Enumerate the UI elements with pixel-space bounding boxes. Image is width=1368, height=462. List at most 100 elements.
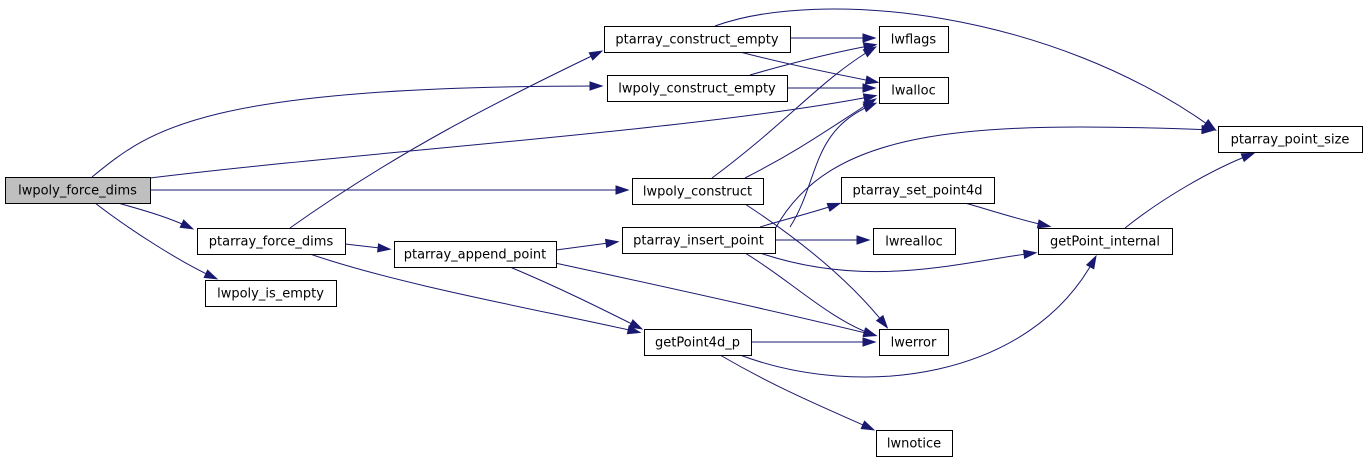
edge-ptarray_insert_point-to-lwerror (744, 252, 878, 337)
edge-lwpoly_force_dims-to-lwpoly_construct (150, 185, 630, 195)
edge-arrowhead (862, 102, 878, 113)
node-lwerror[interactable]: lwerror (879, 329, 949, 356)
node-label: getPoint4d_p (655, 336, 740, 351)
node-getPoint4d-p[interactable]: getPoint4d_p (644, 329, 752, 356)
node-lwpoly-construct[interactable]: lwpoly_construct (632, 178, 764, 205)
node-box (604, 26, 791, 53)
node-ptarray-insert-point[interactable]: ptarray_insert_point (622, 227, 776, 254)
edge-line (744, 203, 887, 327)
node-label: ptarray_append_point (404, 248, 547, 263)
edge-arrowhead (377, 243, 392, 253)
edge-line (739, 257, 1096, 378)
edge-line (744, 252, 875, 336)
edge-ptarray_insert_point-to-lwrealloc (775, 235, 871, 245)
node-ptarray-force-dims[interactable]: ptarray_force_dims (197, 228, 346, 255)
edge-line (94, 202, 216, 279)
edge-ptarray_append_point-to-ptarray_insert_point (555, 238, 620, 251)
edge-line (91, 85, 601, 178)
edge-arrowhead (862, 46, 878, 58)
node-ptarray-construct-empty[interactable]: ptarray_construct_empty (604, 26, 791, 53)
node-label: ptarray_construct_empty (615, 33, 778, 48)
node-box (197, 228, 346, 255)
node-label: lwpoly_force_dims (18, 184, 137, 199)
node-lwpoly-construct-empty[interactable]: lwpoly_construct_empty (607, 75, 788, 102)
node-label: ptarray_set_point4d (853, 184, 983, 199)
edge-line (149, 95, 875, 179)
edge-ptarray_force_dims-to-getPoint4d_p (309, 253, 642, 335)
node-lwflags[interactable]: lwflags (879, 26, 949, 53)
edge-arrowhead (860, 420, 876, 431)
edge-line (759, 203, 839, 228)
node-lwalloc[interactable]: lwalloc (879, 77, 949, 104)
edges-layer (91, 8, 1256, 431)
node-lwnotice[interactable]: lwnotice (876, 430, 953, 457)
edge-arrowhead (1085, 254, 1097, 270)
edge-lwpoly_force_dims-to-lwalloc (149, 93, 878, 179)
edge-line (509, 266, 641, 329)
node-label: lwnotice (887, 437, 941, 452)
node-label: lwpoly_construct (643, 185, 752, 200)
edge-ptarray_force_dims-to-ptarray_construct_empty (289, 50, 604, 229)
node-getPoint-internal[interactable]: getPoint_internal (1038, 228, 1173, 255)
edge-arrowhead (628, 319, 644, 330)
edge-line (744, 99, 875, 179)
edge-line (759, 252, 1035, 273)
nodes-layer: lwpoly_force_dims ptarray_construct_empty… (5, 26, 1363, 457)
node-box (644, 329, 752, 356)
edge-arrowhead (862, 337, 877, 347)
edge-arrowhead (856, 235, 871, 245)
edge-arrowhead (589, 81, 604, 91)
node-box (879, 26, 949, 53)
edge-ptarray_set_point4d-to-getPoint_internal (964, 202, 1052, 229)
node-box (607, 75, 788, 102)
edge-arrowhead (588, 50, 604, 61)
edge-ptarray_construct_empty-to-lwflags (790, 33, 877, 43)
edge-line (749, 44, 875, 76)
node-box (873, 228, 956, 255)
node-label: ptarray_point_size (1231, 133, 1350, 148)
edge-line (309, 253, 639, 333)
edge-line (554, 262, 875, 336)
edge-getPoint4d_p-to-lwnotice (719, 354, 876, 431)
edge-arrowhead (1023, 249, 1038, 259)
node-box (632, 178, 764, 205)
edge-line (711, 47, 875, 179)
node-label: lwerror (891, 336, 937, 351)
edge-getPoint4d_p-to-lwerror (751, 337, 877, 347)
node-lwpoly-is-empty[interactable]: lwpoly_is_empty (205, 280, 337, 307)
edge-arrowhead (1036, 219, 1052, 229)
edge-arrowhead (862, 33, 877, 43)
node-label: ptarray_force_dims (209, 235, 334, 250)
edge-lwpoly_construct-to-lwerror (744, 203, 889, 329)
edge-lwpoly_construct_empty-to-lwalloc (787, 83, 877, 93)
node-box (879, 329, 949, 356)
edge-ptarray_insert_point-to-ptarray_set_point4d (759, 202, 842, 228)
node-label: lwflags (891, 33, 937, 48)
node-ptarray-point-size[interactable]: ptarray_point_size (1218, 126, 1363, 153)
edge-getPoint_internal-to-ptarray_point_size (1124, 152, 1256, 229)
node-box (1218, 126, 1363, 153)
edge-arrowhead (875, 314, 889, 329)
edge-arrowhead (203, 269, 219, 280)
node-lwrealloc[interactable]: lwrealloc (873, 228, 956, 255)
node-ptarray-append-point[interactable]: ptarray_append_point (394, 241, 557, 268)
edge-ptarray_construct_empty-to-lwalloc (739, 51, 880, 85)
edge-arrowhead (862, 93, 878, 103)
node-box (1038, 228, 1173, 255)
node-label: lwrealloc (885, 235, 943, 250)
edge-lwpoly_construct-to-lwflags (711, 46, 878, 179)
edge-line (289, 51, 601, 229)
edge-line (964, 202, 1049, 227)
edge-arrowhead (1240, 152, 1256, 163)
node-ptarray-set-point4d[interactable]: ptarray_set_point4d (841, 177, 995, 204)
edge-ptarray_append_point-to-lwerror (554, 262, 878, 338)
edge-arrowhead (626, 325, 642, 335)
edge-arrowhead (1201, 124, 1216, 135)
edge-lwpoly_force_dims-to-lwpoly_is_empty (94, 202, 219, 280)
edge-lwpoly_construct-to-lwalloc (744, 98, 878, 179)
node-box (876, 430, 953, 457)
node-label: lwpoly_construct_empty (618, 82, 776, 97)
node-lwpoly-force-dims[interactable]: lwpoly_force_dims (5, 177, 151, 204)
edge-arrowhead (864, 75, 880, 85)
